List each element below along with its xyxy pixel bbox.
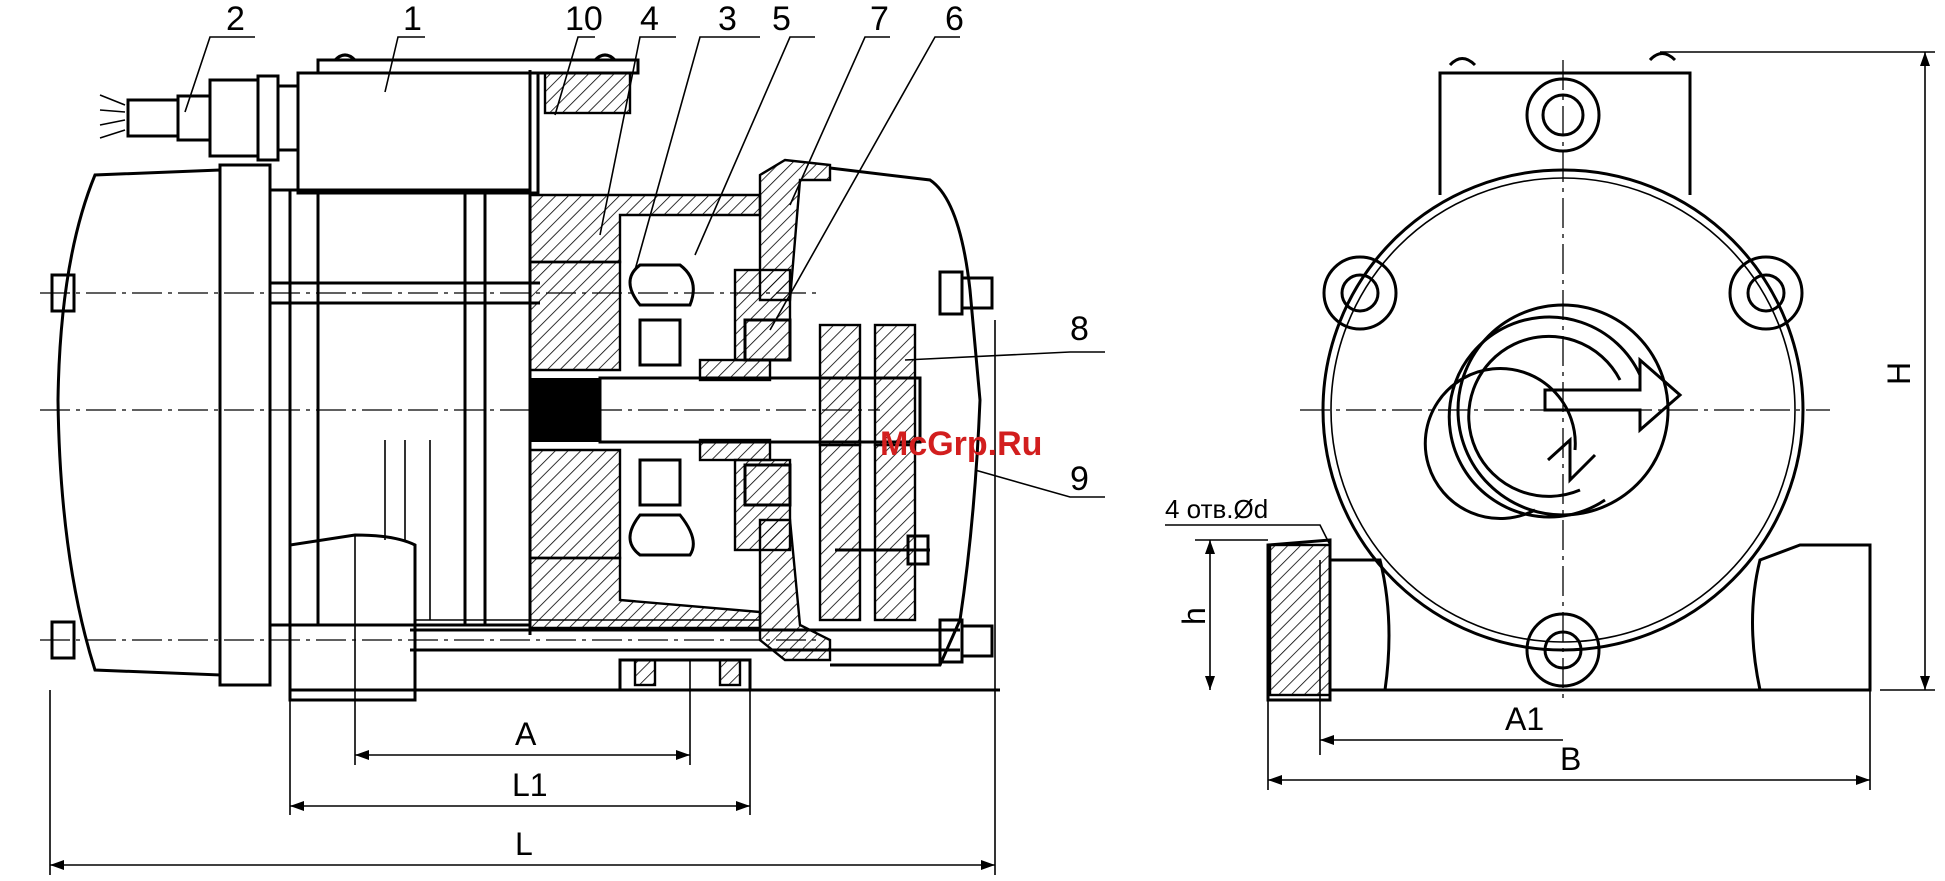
callout-9: 9 [1070,460,1089,498]
callout-5: 5 [772,0,791,38]
callout-2: 2 [226,0,245,38]
dim-label-H: H [1881,362,1917,385]
dim-label-L: L [515,826,533,862]
hole-note: 4 отв.Ød [1165,494,1268,524]
bottom-bracket [620,660,750,690]
dim-label-B: B [1560,741,1581,777]
dim-label-h: h [1176,607,1212,625]
watermark: McGrp.Ru [880,425,1042,463]
callout-7: 7 [870,0,889,38]
dim-label-A: A [515,716,537,752]
dim-label-L1: L1 [512,767,548,803]
end-shield [58,165,530,685]
end-cap [760,160,980,665]
callout-10: 10 [565,0,603,38]
callout-3: 3 [718,0,737,38]
callout-8: 8 [1070,310,1089,348]
callout-6: 6 [945,0,964,38]
dim-label-A1: A1 [1505,701,1544,737]
callout-1: 1 [403,0,422,38]
callout-4: 4 [640,0,659,38]
end-view: H h B A1 4 отв.Ød [1165,52,1935,790]
rotation-arrow-icon [1425,305,1680,519]
cable-gland [100,76,298,160]
stator-section [530,70,760,635]
